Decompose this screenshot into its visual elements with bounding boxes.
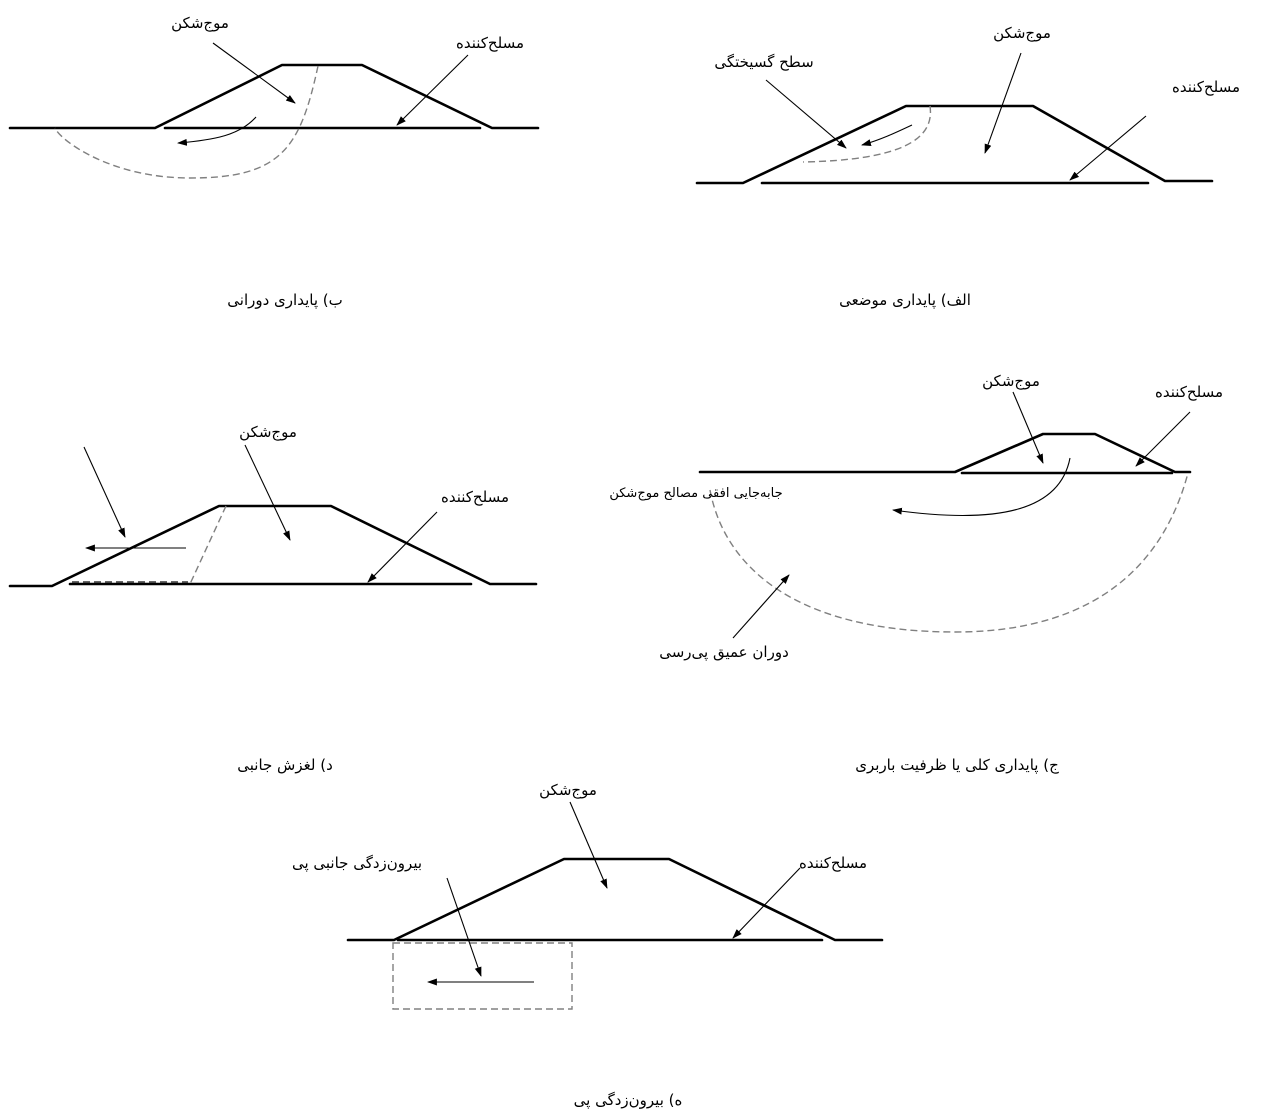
panel-c-armor-label: مسلح‌کننده (1155, 383, 1223, 401)
panel-a-breakwater-profile (695, 104, 1214, 185)
panel-b-rotational-stability: موج‌شکن مسلح‌کننده ب) پایداری دورانی (8, 14, 540, 310)
panel-e-breakwater-label: موج‌شکن (539, 781, 597, 800)
panel-c-caption: ج) پایداری کلی یا ظرفیت باربری (855, 756, 1059, 775)
panel-b-armor-label: مسلح‌کننده (456, 34, 524, 52)
panel-e-toe-bulging: موج‌شکن بیرون‌زدگی جانبی پی مسلح‌کننده ه… (292, 781, 884, 1110)
panel-c-deep-rotation-label: دوران عمیق پی‌رسی (659, 643, 789, 662)
panel-e-armor-pointer (732, 867, 801, 939)
panel-c-armor-pointer (1135, 411, 1191, 467)
panel-c-deep-rotation-pointer (732, 574, 790, 639)
panel-c-horizontal-displacement-label: جابه‌جایی افقی مصالح موج‌شکن (609, 486, 782, 501)
panel-b-rotation-arrow (177, 116, 257, 146)
panel-a-local-stability: موج‌شکن سطح گسیختگی مسلح‌کننده الف) پاید… (695, 24, 1240, 310)
panel-e-armor-label: مسلح‌کننده (799, 854, 867, 872)
panel-d-thrust-pointer (83, 446, 126, 538)
panel-a-armor-pointer (1069, 115, 1147, 181)
panel-d-breakwater-label: موج‌شکن (239, 423, 297, 442)
panel-b-armor-pointer (396, 54, 469, 126)
panel-d-breakwater-profile (8, 504, 538, 588)
panel-a-slip-arrow (861, 124, 913, 146)
panel-b-caption: ب) پایداری دورانی (227, 291, 342, 310)
panel-c-bearing-capacity: موج‌شکن مسلح‌کننده جابه‌جایی افقی مصالح … (609, 372, 1223, 775)
panel-e-bulging-zone (392, 942, 573, 1010)
panel-b-breakwater-profile (8, 63, 540, 130)
panel-e-toe-bulging-label: بیرون‌زدگی جانبی پی (292, 854, 422, 873)
panel-e-breakwater-pointer (569, 801, 608, 889)
panel-c-breakwater-profile (698, 432, 1192, 474)
panel-c-breakwater-label: موج‌شکن (982, 372, 1040, 391)
panel-e-caption: ه) بیرون‌زدگی پی (574, 1091, 683, 1110)
panel-a-breakwater-pointer (984, 52, 1022, 154)
panel-e-bulging-pointer (446, 877, 482, 977)
panel-b-circular-failure-arc (54, 65, 319, 179)
panel-a-breakwater-label: موج‌شکن (993, 24, 1051, 43)
panel-c-breakwater-pointer (1012, 391, 1044, 464)
panel-a-local-failure-surface (802, 105, 932, 163)
panel-d-caption: د) لغزش جانبی (237, 756, 333, 774)
panel-d-breakwater-pointer (244, 444, 291, 541)
panel-c-deep-rotation-arc (709, 472, 1189, 633)
panel-d-armor-label: مسلح‌کننده (441, 488, 509, 506)
panel-b-breakwater-label: موج‌شکن (171, 14, 229, 33)
panel-b-breakwater-pointer (212, 42, 296, 104)
panel-a-failure-surface-label: سطح گسیختگی (714, 53, 813, 71)
panel-d-sliding-plane (189, 505, 227, 585)
panel-d-armor-pointer (367, 511, 438, 583)
panel-a-failure-surface-pointer (765, 79, 847, 149)
panel-d-lateral-sliding: موج‌شکن مسلح‌کننده د) لغزش جانبی (8, 423, 538, 774)
panel-e-breakwater-profile (346, 857, 884, 942)
panel-c-rotation-arrow (892, 457, 1071, 517)
panel-a-caption: الف) پایداری موضعی (839, 291, 971, 310)
panel-a-armor-label: مسلح‌کننده (1172, 78, 1240, 96)
